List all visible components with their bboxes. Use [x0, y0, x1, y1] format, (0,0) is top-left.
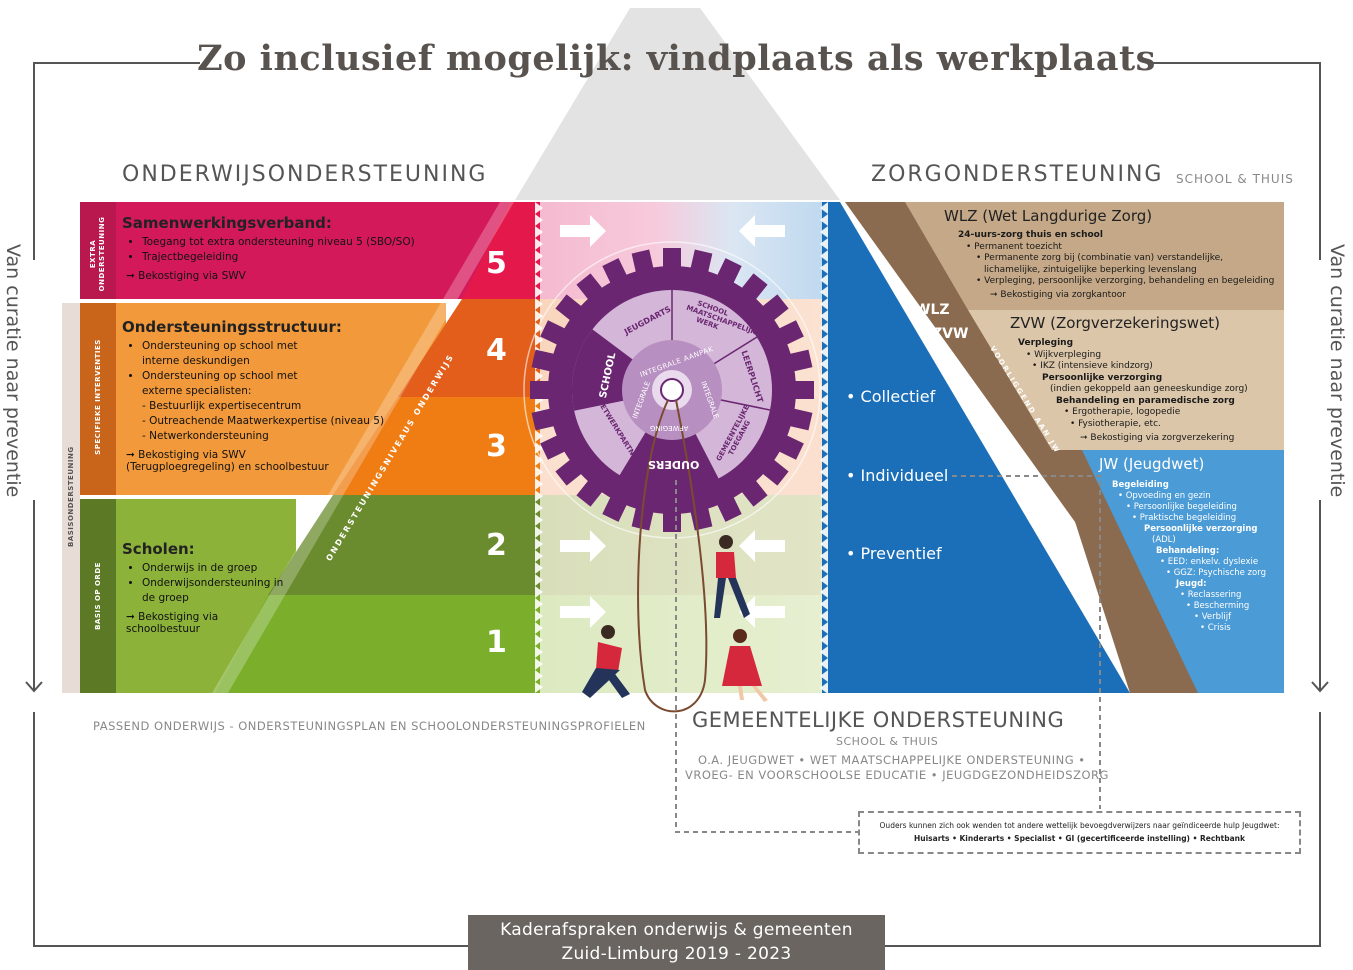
care-level-collectief: • Collectief — [846, 387, 936, 406]
footer-line2: Zuid-Limburg 2019 - 2023 — [561, 944, 792, 964]
arrow-right-1 — [560, 596, 606, 628]
band-label-basisondersteuning: BASISONDERSTEUNING — [67, 446, 75, 547]
level-number-4: 4 — [486, 333, 507, 368]
care-level-individueel: • Individueel — [846, 466, 949, 485]
side-label-right: Van curatie naar preventie — [1326, 244, 1348, 498]
rope — [637, 399, 708, 713]
ouders-box-line1: Ouders kunnen zich ook wenden tot andere… — [879, 821, 1280, 830]
side-label-left: Van curatie naar preventie — [2, 244, 24, 498]
level-1 — [215, 595, 540, 693]
box-swv: Samenwerkingsverband: Toegang tot extra … — [122, 214, 452, 282]
band-basisondersteuning-bg — [62, 303, 80, 693]
band-extra — [80, 202, 116, 299]
gemeente-line1: O.A. JEUGDWET • WET MAATSCHAPPELIJKE OND… — [698, 753, 1086, 767]
gear-tooth — [790, 381, 814, 399]
band-specifiek — [80, 303, 116, 495]
box-swv-title: Samenwerkingsverband: — [122, 214, 332, 232]
zigzag-edges — [535, 202, 828, 705]
figure-climb-man — [714, 535, 750, 618]
spotlight-triangle — [515, 8, 840, 200]
box-swv-funding: Bekostiging via SWV — [138, 270, 246, 282]
jw-brown-diag — [1052, 450, 1198, 693]
zvw-box-bg — [968, 310, 1284, 450]
arrow-icon: ➞ — [126, 449, 139, 461]
passend-onderwijs: PASSEND ONDERWIJS - ONDERSTEUNINGSPLAN E… — [93, 719, 646, 733]
arrow-left-5 — [739, 215, 785, 247]
box-scholen-item: Onderwijsondersteuning in de groep — [142, 576, 287, 606]
footer-line1: Kaderafspraken onderwijs & gemeenten — [500, 920, 853, 940]
box-structuur-sub: Netwerkondersteuning — [149, 430, 269, 442]
box-structuur: Ondersteuningsstructuur: Ondersteuning o… — [122, 318, 392, 473]
ouders-verwijzers-box: Ouders kunnen zich ook wenden tot andere… — [858, 811, 1301, 854]
box-swv-item: Toegang tot extra ondersteuning niveau 5… — [142, 235, 452, 250]
wlz-title: WLZ (Wet Langdurige Zorg) — [944, 207, 1153, 225]
box-swv-item: Trajectbegeleiding — [142, 250, 452, 265]
outer-frame — [25, 62, 1329, 947]
section-zorg-sub: SCHOOL & THUIS — [1176, 172, 1294, 186]
band-label-basis: BASIS OP ORDE — [94, 562, 102, 630]
box-scholen-item: Onderwijs in de groep — [142, 561, 287, 576]
band-label-specifiek: SPECIFIEKE INTERVENTIES — [94, 339, 102, 455]
zvw-content: Verpleging • Wijkverpleging • IKZ (inten… — [1018, 338, 1248, 443]
arrow-right-2 — [560, 530, 606, 562]
page-title: Zo inclusief mogelijk: vindplaats als we… — [197, 38, 1156, 79]
arrow-icon: ➞ — [126, 611, 139, 623]
box-scholen: Scholen: Onderwijs in de groep Onderwijs… — [122, 540, 287, 635]
figure-pull-man — [582, 625, 630, 698]
level-number-2: 2 — [486, 528, 507, 563]
diag-wlz: WLZ — [915, 302, 950, 318]
arrow-left-1 — [739, 596, 785, 628]
dashed-connectors — [675, 475, 1101, 833]
diag-zvw: ZVW — [932, 326, 969, 342]
gear-label-ouders: OUDERS — [648, 458, 700, 471]
arrows-left — [739, 215, 785, 628]
gear-tooth — [663, 248, 681, 272]
level-2 — [268, 495, 540, 595]
wlz-content: 24-uurs-zorg thuis en school • Permanent… — [958, 230, 1275, 300]
band-basis — [80, 499, 116, 693]
jw-title: JW (Jeugdwet) — [1099, 455, 1205, 473]
gear-tooth — [530, 381, 554, 399]
box-structuur-funding: Bekostiging via SWV (Terugploegregeling)… — [126, 449, 329, 473]
footer-banner: Kaderafspraken onderwijs & gemeenten Zui… — [468, 915, 885, 970]
gemeente-title: GEMEENTELIJKE ONDERSTEUNING — [692, 708, 1065, 732]
box-structuur-sub: Outreachende Maatwerkexpertise (niveau 5… — [149, 415, 385, 427]
right-blue — [822, 202, 1130, 693]
care-level-preventief: • Preventief — [846, 544, 942, 563]
level-number-1: 1 — [486, 625, 507, 660]
arrow-left-2 — [739, 530, 785, 562]
gemeente-sub: SCHOOL & THUIS — [836, 735, 939, 748]
box-structuur-title: Ondersteuningsstructuur: — [122, 318, 342, 336]
gemeente-line2: VROEG- EN VOORSCHOOLSE EDUCATIE • JEUGDG… — [685, 768, 1109, 782]
ouders-box-line2: Huisarts • Kinderarts • Specialist • GI … — [914, 834, 1245, 843]
halo-ring — [523, 241, 821, 539]
gear-hub-core — [660, 378, 684, 402]
box-scholen-title: Scholen: — [122, 540, 195, 558]
level-5 — [462, 202, 540, 299]
level-3 — [333, 397, 540, 495]
gear-segment-ouders — [620, 390, 718, 491]
jw-content: Begeleiding • Opvoeding en gezin • Perso… — [1112, 480, 1266, 633]
gear-label-afweging: AFWEGING — [650, 424, 689, 432]
figure-woman — [722, 629, 768, 702]
section-zorg: ZORGONDERSTEUNING — [871, 162, 1164, 187]
level-number-3: 3 — [486, 429, 507, 464]
arrow-right-5 — [560, 215, 606, 247]
box-structuur-item: Ondersteuning op school met externe spec… — [142, 369, 332, 399]
zvw-title: ZVW (Zorgverzekeringswet) — [1010, 314, 1221, 332]
box-swv-bg — [116, 202, 516, 299]
box-structuur-sub: Bestuurlijk expertisecentrum — [149, 400, 302, 412]
box-structuur-item: Ondersteuning op school met interne desk… — [142, 339, 332, 369]
pyramid-sash — [212, 202, 514, 693]
arrows-right — [560, 215, 606, 628]
box-scholen-funding: Bekostiging via schoolbestuur — [126, 611, 219, 635]
arrow-icon: ➞ — [126, 270, 139, 282]
band-label-extra: EXTRA ONDERSTEUNING — [89, 216, 106, 292]
section-onderwijs: ONDERWIJSONDERSTEUNING — [122, 162, 488, 187]
level-4 — [398, 299, 540, 397]
wlz-box-bg — [905, 202, 1284, 310]
level-number-5: 5 — [486, 246, 507, 281]
